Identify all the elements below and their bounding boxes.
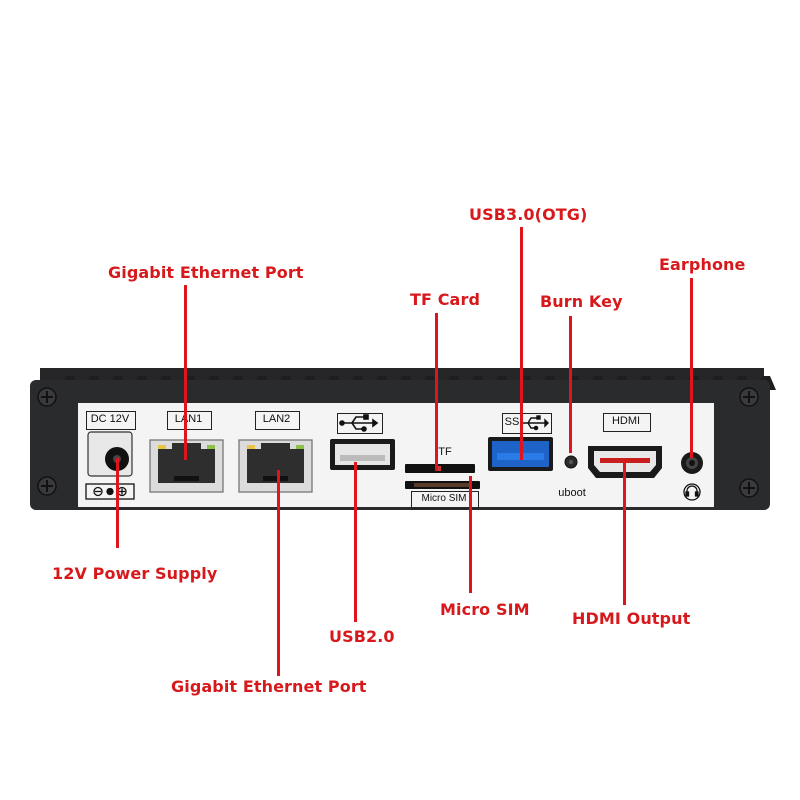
dc-power-jack <box>87 431 133 477</box>
lan2-label: LAN2 <box>262 413 291 425</box>
leader-earphone <box>690 278 693 458</box>
usb-trident-icon <box>339 414 379 432</box>
usb3-label-frame <box>502 413 552 434</box>
dc-label-frame <box>86 411 136 430</box>
tf-label: TF <box>438 446 452 458</box>
lan1-label-frame <box>167 411 212 430</box>
ss-label: SS <box>504 416 520 428</box>
hdmi-label-frame <box>603 413 651 432</box>
micro-sim-label-frame <box>411 491 479 509</box>
screw-icon <box>37 476 57 496</box>
leader-burn-key <box>569 316 572 453</box>
callout-burn-key: Burn Key <box>540 292 623 311</box>
leader-tf-card <box>435 313 438 471</box>
callout-usb2: USB2.0 <box>329 627 395 646</box>
screw-icon <box>739 478 759 498</box>
micro-sim-label: Micro SIM <box>421 493 467 504</box>
callout-gigabit-ethernet-top: Gigabit Ethernet Port <box>108 263 304 282</box>
micro-sim-slot <box>405 481 480 489</box>
usb3-superspeed-icon <box>522 415 549 431</box>
lan1-label: LAN1 <box>174 413 203 425</box>
callout-micro-sim: Micro SIM <box>440 600 530 619</box>
callout-hdmi-output: HDMI Output <box>572 609 691 628</box>
leader-micro-sim <box>469 476 472 593</box>
dc-polarity-icon <box>85 483 135 500</box>
leader-usb2 <box>354 462 357 622</box>
callout-earphone: Earphone <box>659 255 746 274</box>
callout-usb3-otg: USB3.0(OTG) <box>469 205 588 224</box>
tf-card-slot <box>405 464 475 473</box>
hdmi-label: HDMI <box>611 415 641 427</box>
earphone-jack <box>681 452 703 474</box>
leader-gigabit-top <box>184 285 187 460</box>
lan2-label-frame <box>255 411 300 430</box>
lan2-port <box>238 439 313 493</box>
usb2-port <box>330 439 395 470</box>
burn-key-button <box>564 455 578 469</box>
leader-hdmi <box>623 460 626 605</box>
leader-power <box>116 458 119 548</box>
callout-tf-card: TF Card <box>410 290 480 309</box>
leader-gigabit-bottom <box>277 470 280 676</box>
usb2-label-frame <box>337 413 383 434</box>
screw-icon <box>739 387 759 407</box>
screw-icon <box>37 387 57 407</box>
leader-usb3 <box>520 227 523 460</box>
headphone-icon <box>683 483 701 501</box>
dc-label: DC 12V <box>90 413 130 425</box>
callout-gigabit-ethernet-bottom: Gigabit Ethernet Port <box>171 677 367 696</box>
callout-power-supply: 12V Power Supply <box>52 564 218 583</box>
uboot-label: uboot <box>558 487 586 499</box>
